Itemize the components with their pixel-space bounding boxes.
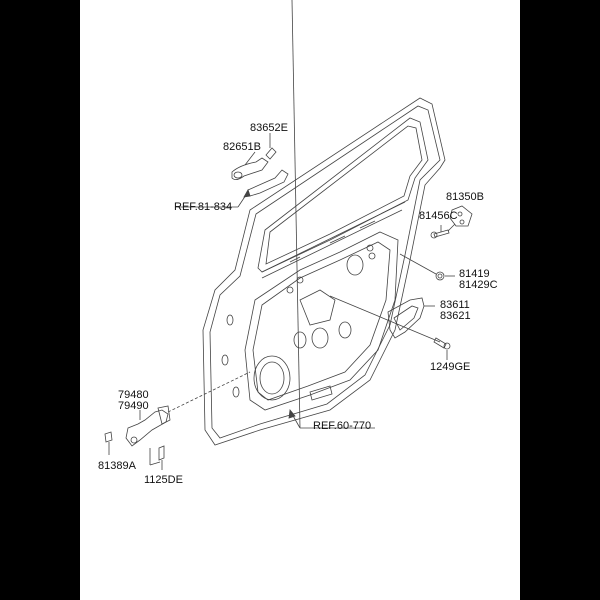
- right-border-bar: [520, 0, 600, 600]
- part-label-79480: 79480: [118, 389, 149, 401]
- part-label-1249GE: 1249GE: [430, 361, 471, 373]
- part-label-83621: 83621: [440, 310, 471, 322]
- reference-leaders: [175, 0, 375, 429]
- part-label-1125DE: 1125DE: [144, 474, 183, 486]
- part-label-79490: 79490: [118, 400, 149, 412]
- part-label-81456C: 81456C: [419, 210, 458, 222]
- part-label-81389A: 81389A: [98, 460, 136, 472]
- ref-label-81-834: REF.81-834: [174, 201, 233, 213]
- part-label-81419: 81419: [459, 268, 490, 280]
- part-label-83652E: 83652E: [250, 122, 288, 134]
- left-border-bar: [0, 0, 80, 600]
- part-label-81429C: 81429C: [459, 279, 498, 291]
- door-frame: [202, 97, 446, 446]
- part-label-82651B: 82651B: [223, 141, 261, 153]
- part-label-81350B: 81350B: [446, 191, 484, 203]
- part-label-83611: 83611: [440, 299, 470, 311]
- striker-parts: [399, 205, 473, 281]
- inside-handle: [329, 295, 451, 360]
- door-checker: [104, 371, 251, 470]
- ref-label-60-770: REF.60-770: [313, 420, 372, 432]
- outside-handle-parts: [231, 133, 289, 197]
